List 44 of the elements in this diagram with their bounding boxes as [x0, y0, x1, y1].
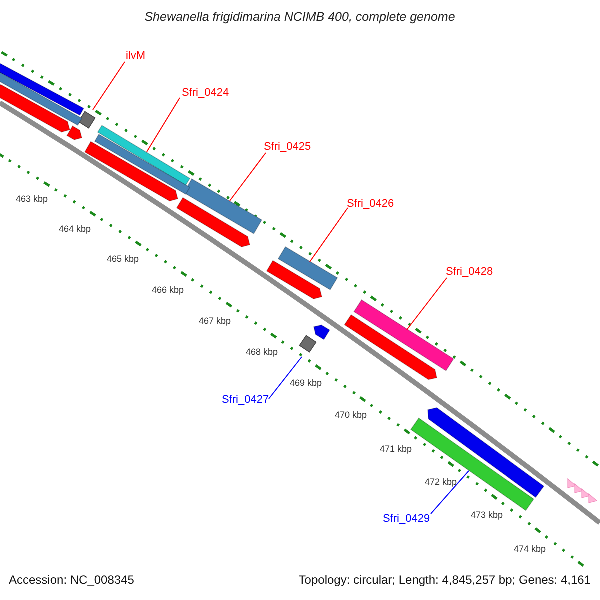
scale-label: 471 kbp [380, 444, 412, 455]
scale-label: 469 kbp [290, 378, 322, 389]
gene-bar [0, 72, 83, 126]
gene-bar [266, 260, 322, 300]
leader-line [406, 278, 448, 330]
scale-label: 467 kbp [199, 316, 232, 327]
scale-label: 468 kbp [246, 347, 278, 358]
scale-label: 463 kbp [16, 194, 48, 205]
gene-label: Sfri_0425 [264, 141, 312, 154]
gene-bar [410, 418, 535, 512]
gene-bar [354, 300, 454, 372]
leader-line [230, 152, 266, 202]
gene-label: Sfri_0429 [383, 513, 430, 526]
leader-line [310, 208, 348, 262]
scale-label: 465 kbp [107, 254, 140, 265]
gene-bar [97, 125, 191, 186]
gene-bar [0, 62, 84, 116]
gene-box [78, 111, 96, 129]
gene-bar [176, 197, 250, 248]
gene-bar [344, 314, 438, 380]
gene-label: ilvM [126, 50, 146, 63]
footer-text: Accession: NC_008345 [9, 573, 134, 587]
leader-line [146, 98, 180, 152]
scale-label: 472 kbp [425, 477, 458, 488]
scale-label: 474 kbp [514, 544, 546, 555]
leader-line [92, 62, 126, 110]
gene-box [299, 335, 317, 353]
gene-bar [314, 324, 330, 340]
scale-label: 470 kbp [335, 410, 368, 421]
scale-label: 473 kbp [471, 510, 504, 521]
gene-label: Sfri_0428 [446, 266, 494, 279]
footer-text: Topology: circular; Length: 4,845,257 bp; Genes: 4,161 [298, 573, 591, 587]
diagram-title: Shewanella frigidimarina NCIMB 400, complete genome [144, 10, 456, 24]
gene-label: Sfri_0424 [182, 87, 230, 100]
gene-bar [94, 134, 191, 196]
gene-label: Sfri_0426 [347, 198, 394, 211]
gene-bar [84, 141, 178, 202]
gene-bar [278, 246, 338, 291]
leader-line [268, 356, 302, 400]
gene-label: Sfri_0427 [222, 394, 270, 407]
scale-label: 464 kbp [59, 224, 92, 235]
scale-label: 466 kbp [152, 285, 184, 296]
gene-bar [0, 84, 70, 133]
leader-line [430, 470, 470, 514]
